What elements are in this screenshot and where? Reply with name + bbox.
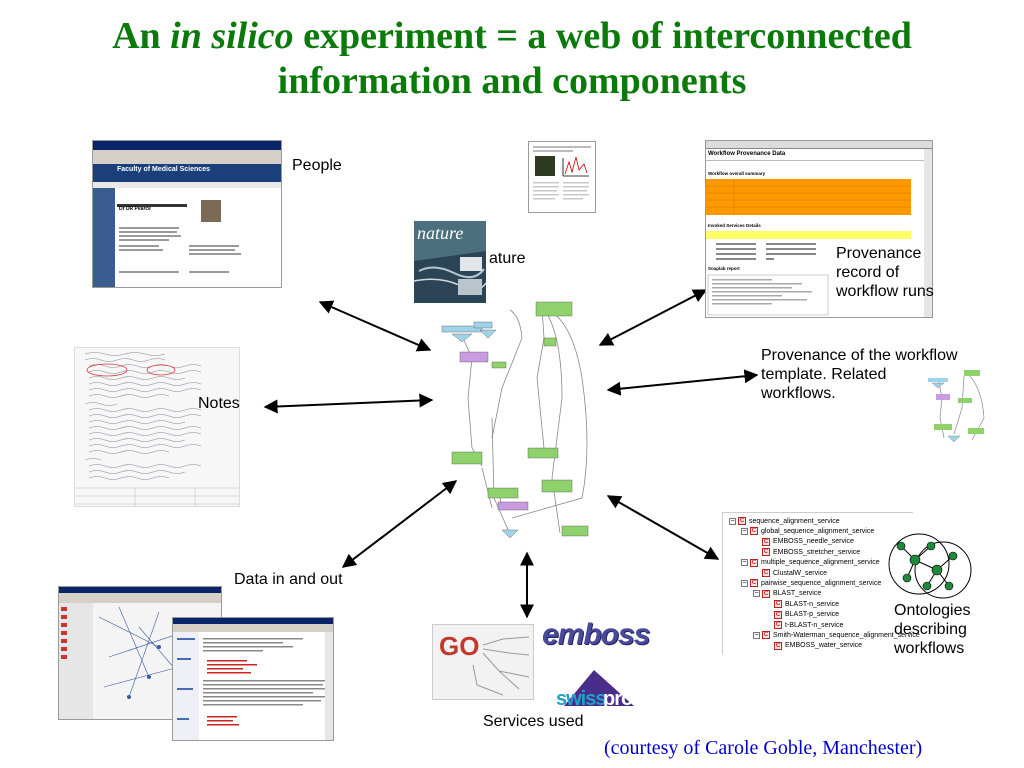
data-screenshot-details [172, 617, 334, 741]
ontology-class-label: global_sequence_alignment_service [761, 527, 875, 535]
tree-spacer [765, 601, 772, 608]
class-icon: C [738, 517, 746, 525]
arrow-template [606, 369, 759, 396]
provenance-services: Invoked Services Details [708, 223, 761, 228]
nature-logo: nature [417, 223, 464, 243]
label-provenance-runs: Provenance record of workflow runs [836, 245, 934, 300]
person-name: Dr DR Pearce [119, 206, 151, 212]
faculty-name: Faculty of Medical Sciences [117, 166, 210, 173]
title-line-2: information and components [277, 60, 747, 102]
ontology-class-label: pairwise_sequence_alignment_service [761, 579, 882, 587]
tree-spacer [765, 642, 772, 649]
template-workflow-diagram [924, 368, 994, 444]
class-icon: C [762, 631, 770, 640]
tree-spacer [753, 538, 760, 545]
ontology-class-label: BLAST-p_service [785, 611, 840, 619]
paper-thumbnail [528, 141, 596, 213]
workflow-node [441, 325, 483, 333]
ontology-class-label: multiple_sequence_alignment_service [761, 559, 880, 567]
collapse-toggle-icon[interactable]: − [741, 559, 748, 567]
tree-spacer [765, 611, 772, 618]
people-screenshot: Faculty of Medical Sciences Dr DR Pearce [92, 140, 282, 288]
swissprot-logo: swiss prot [554, 666, 650, 716]
notes-notebook [74, 347, 240, 507]
class-icon: C [750, 579, 758, 588]
ontology-class-label: BLAST-n_service [785, 600, 840, 608]
swissprot-text-a: swiss [556, 688, 606, 710]
class-icon: C [762, 569, 770, 577]
ontology-class-label: EMBOSS_stretcher_service [773, 548, 861, 556]
class-icon: C [762, 589, 770, 598]
class-icon: C [762, 537, 770, 546]
class-icon: C [774, 621, 782, 629]
collapse-toggle-icon[interactable]: − [741, 527, 748, 535]
arrow-people [318, 300, 432, 352]
arrow-ontologies [606, 495, 720, 560]
provenance-summary: Workflow overall summary [708, 171, 766, 176]
ontology-class-label: ClustalW_service [773, 569, 828, 577]
class-icon: C [762, 548, 770, 557]
label-notes: Notes [198, 395, 240, 412]
ontology-class-label: EMBOSS_needle_service [773, 538, 854, 546]
label-provenance-template: Provenance of the workflow template. Rel… [761, 347, 958, 402]
arrow-notes [263, 393, 434, 414]
collapse-toggle-icon[interactable]: − [741, 579, 748, 587]
nature-cover: nature [414, 221, 486, 303]
collapse-toggle-icon[interactable]: − [753, 631, 760, 639]
title-italic: in silico [170, 15, 294, 57]
collapse-toggle-icon[interactable]: − [729, 517, 736, 525]
ontology-class-label: EMBOSS_water_service [785, 642, 863, 650]
credit-text: (courtesy of Carole Goble, Manchester) [604, 737, 923, 759]
title-line-1: An in silico experiment = a web of inter… [112, 15, 912, 57]
slide-title: An in silico experiment = a web of inter… [0, 14, 1024, 104]
ontology-class-label: BLAST_service [773, 590, 822, 598]
label-literature: ature [489, 250, 526, 267]
label-people: People [292, 157, 342, 174]
provenance-report: Soaplab report [708, 266, 740, 271]
provenance-header: Workflow Provenance Data [708, 151, 786, 157]
label-ontologies: Ontologies describing workflows [894, 602, 971, 657]
emboss-logo: emboss [542, 618, 650, 651]
class-icon: C [774, 600, 782, 609]
ontology-graph [888, 533, 972, 599]
go-text: GO [439, 631, 480, 661]
tree-spacer [753, 570, 760, 577]
provenance-screenshot: Workflow Provenance Data Workflow overal… [705, 140, 933, 318]
label-services: Services used [483, 713, 584, 730]
arrow-data [341, 480, 458, 568]
tree-spacer [765, 622, 772, 629]
tree-spacer [753, 549, 760, 556]
class-icon: C [774, 641, 782, 650]
workflow-diagram [432, 298, 608, 546]
class-icon: C [774, 610, 782, 619]
collapse-toggle-icon[interactable]: − [753, 590, 760, 598]
ontology-class-label: Smith-Waterman_sequence_alignment_servic… [773, 631, 920, 639]
class-icon: C [750, 527, 758, 536]
arrow-provenance-runs [598, 289, 708, 346]
go-logo: GO [432, 624, 534, 700]
ontology-class-label: t-BLAST-n_service [785, 621, 844, 629]
label-data: Data in and out [234, 571, 343, 588]
ontology-class-label: sequence_alignment_service [749, 517, 840, 525]
class-icon: C [750, 558, 758, 567]
swissprot-text-b: prot [603, 688, 639, 710]
